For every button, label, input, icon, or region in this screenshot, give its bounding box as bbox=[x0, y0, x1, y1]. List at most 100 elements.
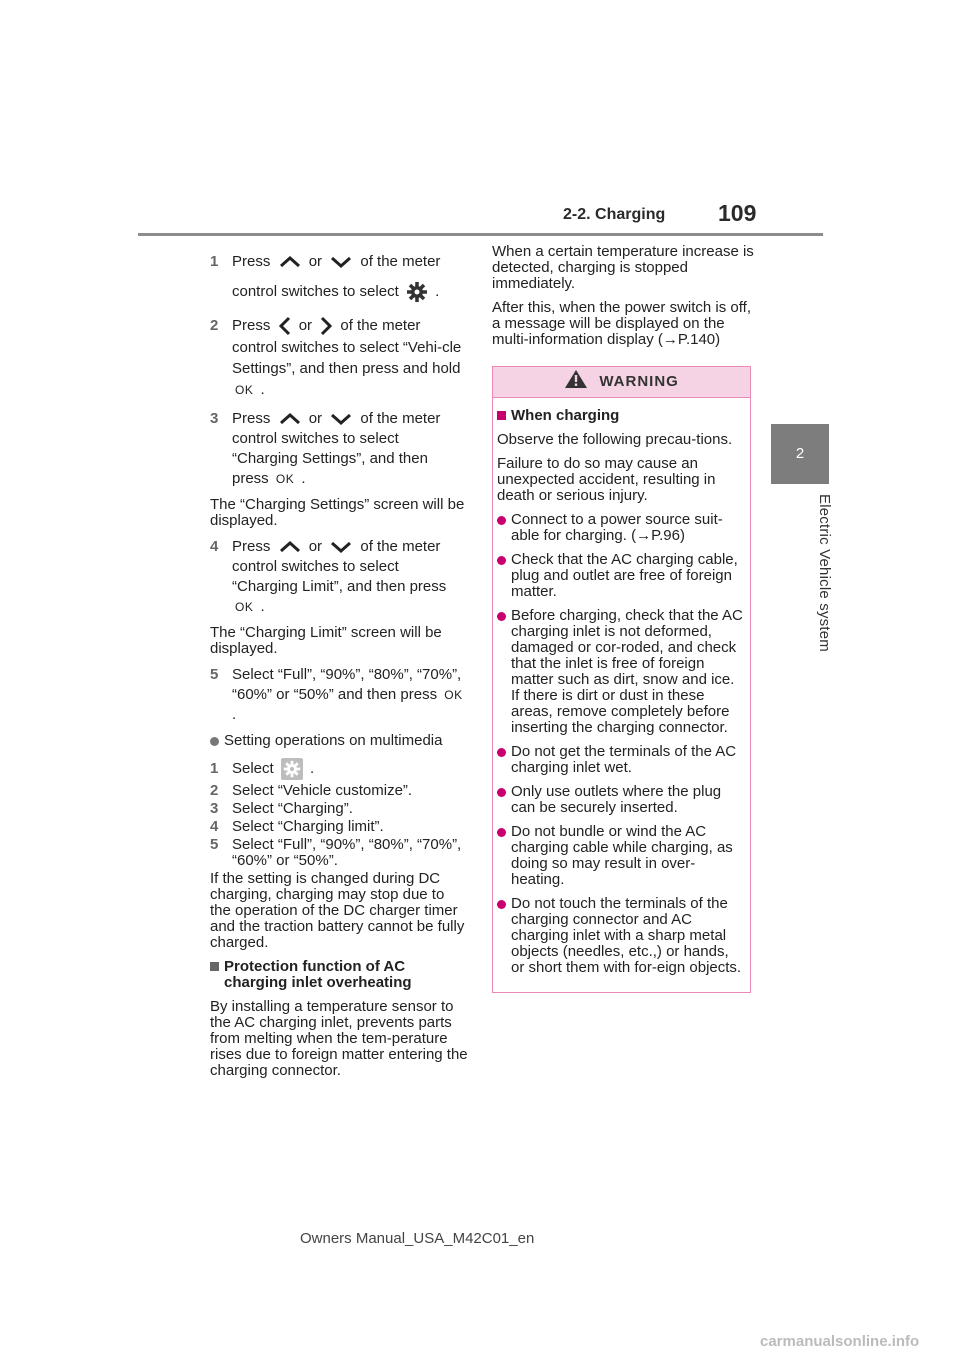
step-text: or bbox=[308, 409, 323, 427]
left-column: 1 Press or of the meter control switches… bbox=[210, 247, 468, 1087]
warning-header: WARNING bbox=[493, 367, 750, 398]
protection-text: By installing a temperature sensor to th… bbox=[210, 997, 468, 1079]
warning-body: When charging Observe the following prec… bbox=[493, 398, 750, 992]
mm-step-1: 1 Select . bbox=[210, 757, 468, 781]
warning-intro-1: Observe the following precau-tions. bbox=[497, 431, 733, 448]
step-text: or bbox=[308, 537, 323, 555]
step-number: 4 bbox=[210, 817, 219, 835]
continued-text-2: After this, when the power switch is off… bbox=[492, 299, 752, 348]
bullet-text: Before charging, check that the AC charg… bbox=[511, 607, 743, 736]
square-bullet-icon bbox=[210, 961, 219, 971]
warning-item: Do not bundle or wind the AC charging ca… bbox=[497, 824, 746, 888]
step-text: Select “Full”, “90%”, “80%”, “70%”, “60%… bbox=[232, 665, 462, 703]
multimedia-heading: Setting operations on multimedia bbox=[210, 731, 468, 749]
chevron-left-icon bbox=[278, 316, 290, 336]
watermark: carmanualsonline.info bbox=[760, 1333, 920, 1350]
bullet-text: Do not get the terminals of the AC charg… bbox=[511, 743, 737, 776]
header-rule bbox=[138, 233, 823, 236]
bullet-icon bbox=[497, 900, 506, 909]
warning-item: Connect to a power source suit-able for … bbox=[497, 512, 746, 544]
bullet-icon bbox=[497, 516, 506, 525]
bullet-text: Do not touch the terminals of the chargi… bbox=[511, 895, 742, 976]
chevron-right-icon bbox=[321, 316, 333, 336]
step-text: of the meter control switches to select bbox=[232, 253, 441, 300]
warning-triangle-icon bbox=[565, 370, 588, 388]
warning-item: Do not touch the terminals of the chargi… bbox=[497, 896, 746, 976]
step-text: or bbox=[298, 317, 313, 334]
step-text: . bbox=[260, 381, 265, 399]
protection-heading: Protection function of AC charging inlet… bbox=[210, 957, 468, 991]
page-number: 109 bbox=[718, 200, 757, 226]
step-text: Press bbox=[232, 537, 271, 555]
step-number: 3 bbox=[210, 409, 219, 427]
step-number: 5 bbox=[210, 835, 219, 853]
step-2: 2 Press or of the meter control switches… bbox=[210, 315, 468, 401]
section-title: 2-2. Charging bbox=[563, 206, 666, 223]
warning-item: Do not get the terminals of the AC charg… bbox=[497, 744, 746, 776]
note-charging-settings: The “Charging Settings” screen will be d… bbox=[210, 495, 465, 529]
step-number: 5 bbox=[210, 665, 219, 683]
chevron-up-icon bbox=[279, 412, 300, 424]
step-text: Select “Charging”. bbox=[232, 799, 353, 817]
step-text: Select “Full”, “90%”, “80%”, “70%”, “60%… bbox=[232, 835, 462, 869]
ok-button-icon: OK bbox=[235, 599, 254, 614]
chevron-down-icon bbox=[331, 256, 352, 269]
chevron-up-icon bbox=[279, 540, 300, 552]
ok-button-icon: OK bbox=[275, 471, 295, 486]
note-charging-limit: The “Charging Limit” screen will be disp… bbox=[210, 623, 442, 657]
mm-step-4: 4 Select “Charging limit”. bbox=[210, 817, 468, 835]
step-text: or bbox=[308, 253, 323, 270]
gear-icon bbox=[280, 757, 303, 780]
step-text: . bbox=[435, 283, 440, 300]
bullet-icon bbox=[497, 788, 506, 797]
warning-item: Check that the AC charging cable, plug a… bbox=[497, 552, 746, 600]
chevron-down-icon bbox=[331, 541, 352, 553]
manual-id: Owners Manual_USA_M42C01_en bbox=[300, 1230, 535, 1247]
bullet-text: Check that the AC charging cable, plug a… bbox=[511, 551, 738, 600]
step-text: of the meter control switches to select … bbox=[232, 409, 441, 487]
warning-item: Before charging, check that the AC charg… bbox=[497, 608, 746, 736]
step-5: 5 Select “Full”, “90%”, “80%”, “70%”, “6… bbox=[210, 665, 468, 725]
chevron-up-icon bbox=[279, 256, 300, 268]
step-3: 3 Press or of the meter control switches… bbox=[210, 409, 468, 489]
bullet-icon bbox=[210, 736, 219, 746]
step-number: 2 bbox=[210, 781, 219, 799]
step-text: . bbox=[301, 469, 306, 487]
bullet-text: Setting operations on multimedia bbox=[224, 731, 443, 749]
bullet-icon bbox=[497, 612, 506, 621]
bullet-text: Only use outlets where the plug can be s… bbox=[511, 783, 722, 816]
step-number: 4 bbox=[210, 537, 219, 555]
bullet-text: Connect to a power source suit-able for … bbox=[511, 511, 723, 544]
warning-intro-2: Failure to do so may cause an unexpected… bbox=[497, 455, 716, 504]
step-text: of the meter control switches to select … bbox=[232, 317, 462, 378]
step-1: 1 Press or of the meter control switches… bbox=[210, 247, 468, 307]
warning-item: Only use outlets where the plug can be s… bbox=[497, 784, 746, 816]
continued-text-1: When a certain temperature increase is d… bbox=[492, 243, 754, 292]
step-number: 1 bbox=[210, 253, 219, 270]
bullet-text: Do not bundle or wind the AC charging ca… bbox=[511, 823, 733, 888]
step-number: 1 bbox=[210, 759, 219, 777]
step-text: Select bbox=[232, 759, 274, 777]
ok-button-icon: OK bbox=[235, 382, 254, 397]
right-column: When a certain temperature increase is d… bbox=[492, 244, 754, 993]
warning-box: WARNING When charging Observe the follow… bbox=[492, 366, 751, 993]
step-4: 4 Press or of the meter control switches… bbox=[210, 537, 468, 617]
bullet-icon bbox=[497, 556, 506, 565]
ok-button-icon: OK bbox=[444, 687, 463, 702]
step-text: . bbox=[310, 759, 315, 777]
chevron-down-icon bbox=[331, 413, 352, 425]
step-text: . bbox=[232, 705, 237, 723]
step-text: Select “Charging limit”. bbox=[232, 817, 384, 835]
step-text: Select “Vehicle customize”. bbox=[232, 781, 413, 799]
warning-heading: When charging bbox=[497, 408, 746, 424]
step-number: 2 bbox=[210, 317, 219, 334]
mm-step-3: 3 Select “Charging”. bbox=[210, 799, 468, 817]
square-bullet-icon bbox=[497, 411, 506, 420]
warning-title: WARNING bbox=[599, 373, 679, 390]
bullet-icon bbox=[497, 748, 506, 757]
step-text: . bbox=[260, 597, 265, 615]
heading-text: Protection function of AC charging inlet… bbox=[224, 957, 412, 991]
mm-step-2: 2 Select “Vehicle customize”. bbox=[210, 781, 468, 799]
step-number: 3 bbox=[210, 799, 219, 817]
dc-charging-note: If the setting is changed during DC char… bbox=[210, 869, 465, 951]
